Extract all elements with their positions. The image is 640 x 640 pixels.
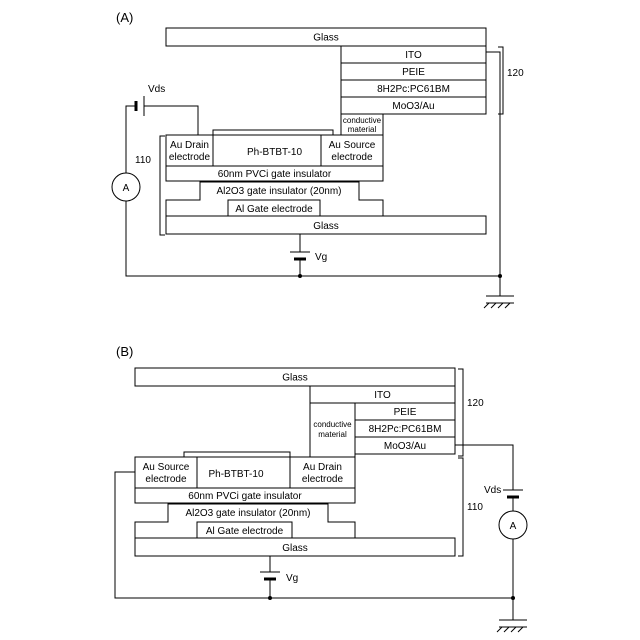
source-label-2: electrode (145, 474, 187, 485)
source-label-1: Au Source (143, 462, 190, 473)
source-label-1: Au Source (329, 140, 376, 151)
ref-120-label: 120 (467, 398, 484, 409)
pvci-insulator-label: 60nm PVCi gate insulator (218, 169, 332, 180)
ref-110-label: 110 (135, 155, 151, 166)
drain-label-1: Au Drain (303, 462, 342, 473)
ammeter-label: A (123, 183, 130, 194)
bracket-110 (458, 458, 463, 556)
semiconductor-label: Ph-BTBT-10 (247, 147, 302, 158)
gate-electrode-label: Al Gate electrode (235, 204, 313, 215)
bracket-120 (458, 369, 463, 456)
vg-label: Vg (286, 573, 298, 584)
bracket-110 (160, 136, 165, 235)
source-label-2: electrode (331, 152, 373, 163)
glass-bottom-label: Glass (313, 221, 339, 232)
panel-label-b: (B) (116, 344, 133, 359)
junction-dot-2 (511, 596, 515, 600)
conductive-material-label-2: material (348, 125, 377, 134)
ito-label: ITO (374, 390, 391, 401)
conductive-material-label-1: conductive (343, 116, 382, 125)
drain-label-1: Au Drain (170, 140, 209, 151)
glass-top-label: Glass (282, 373, 308, 384)
ground-symbol-b (497, 620, 527, 632)
vg-label: Vg (315, 252, 327, 263)
glass-top-label: Glass (313, 33, 339, 44)
vds-wire-top (455, 445, 513, 490)
ito-label: ITO (405, 50, 422, 61)
drain-label-2: electrode (169, 152, 211, 163)
ammeter-label: A (510, 521, 517, 532)
ref-120-label: 120 (507, 68, 524, 79)
figure-b: (B) Glass ITO conductive material PEIE 8… (115, 344, 527, 632)
gate-electrode-label: Al Gate electrode (206, 526, 284, 537)
drain-label-2: electrode (302, 474, 344, 485)
active-blend-label: 8H2Pc:PC61BM (377, 84, 450, 95)
al2o3-insulator-label: Al2O3 gate insulator (20nm) (216, 186, 341, 197)
junction-dot-2 (498, 274, 502, 278)
semiconductor-label: Ph-BTBT-10 (208, 469, 263, 480)
peie-label: PEIE (402, 67, 425, 78)
semiconductor-bump (213, 130, 333, 135)
peie-label: PEIE (394, 407, 417, 418)
glass-bottom-label: Glass (282, 543, 308, 554)
figure-a: (A) Glass ITO PEIE 8H2Pc:PC61BM MoO3/Au … (112, 10, 524, 308)
panel-label-a: (A) (116, 10, 133, 25)
active-blend-label: 8H2Pc:PC61BM (369, 424, 442, 435)
ground-wire-right (486, 52, 500, 296)
vds-label: Vds (148, 84, 165, 95)
moo3-au-label: MoO3/Au (384, 441, 426, 452)
vds-label: Vds (484, 485, 501, 496)
pvci-insulator-label: 60nm PVCi gate insulator (188, 491, 302, 502)
ref-110-label: 110 (467, 502, 483, 513)
conductive-material-label-1: conductive (313, 420, 352, 429)
semiconductor-bump (184, 452, 290, 457)
al2o3-insulator-label: Al2O3 gate insulator (20nm) (185, 508, 310, 519)
conductive-material-label-2: material (318, 430, 347, 439)
ground-symbol-a (484, 296, 514, 308)
vds-wire-top (144, 106, 198, 135)
moo3-au-label: MoO3/Au (392, 101, 434, 112)
